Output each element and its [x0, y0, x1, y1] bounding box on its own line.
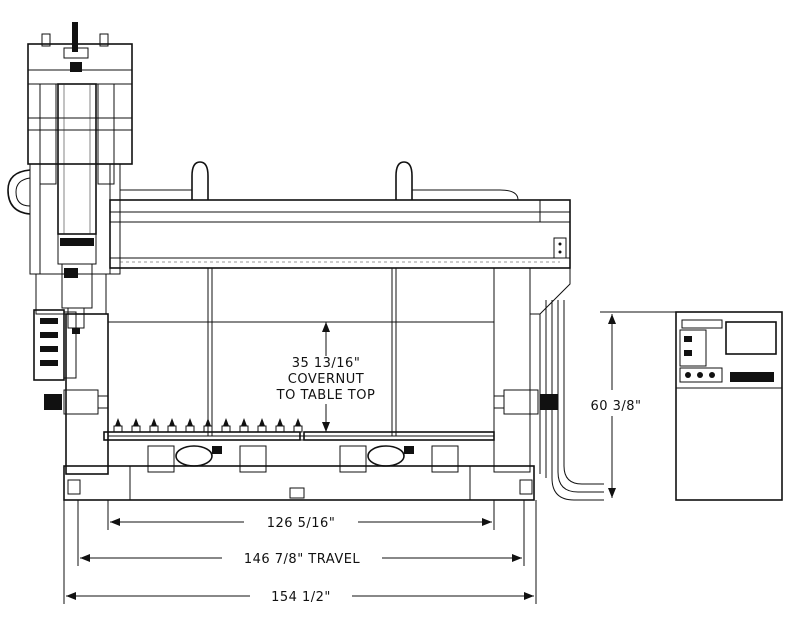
dim-travel: 146 7/8" TRAVEL: [77, 500, 525, 567]
tool-holder: [275, 418, 285, 433]
tool-holder: [293, 418, 303, 433]
dim-height: 60 3/8": [574, 311, 676, 498]
table-top-label: TO TABLE TOP: [276, 388, 376, 403]
dim-table-width: 126 5/16": [107, 500, 495, 531]
dim-covernut: 35 13/16" COVERNUT TO TABLE TOP: [276, 322, 376, 432]
covernut-value: 35 13/16": [292, 356, 361, 371]
tool-holder: [257, 418, 267, 433]
side-motors: [44, 389, 558, 415]
tool-holder: [131, 418, 141, 433]
tool-holder: [185, 418, 195, 433]
covernut-label: COVERNUT: [288, 372, 364, 387]
overall-value: 154 1/2": [271, 590, 331, 605]
height-value: 60 3/8": [590, 399, 641, 414]
cables: [551, 300, 604, 501]
table-frame: [107, 268, 495, 437]
tool-holder: [221, 418, 231, 433]
left-control-box: [33, 309, 77, 381]
tool-holder: [113, 418, 123, 433]
z-axis-tower: [7, 22, 133, 334]
travel-value: 146 7/8" TRAVEL: [244, 552, 361, 567]
table-width-value: 126 5/16": [267, 516, 336, 531]
table-base: [63, 431, 535, 501]
tool-holder: [239, 418, 249, 433]
tool-holder: [149, 418, 159, 433]
dim-overall: 154 1/2": [63, 500, 537, 605]
tool-holder: [167, 418, 177, 433]
control-cabinet: [675, 311, 783, 501]
gantry-beam: [109, 161, 571, 269]
